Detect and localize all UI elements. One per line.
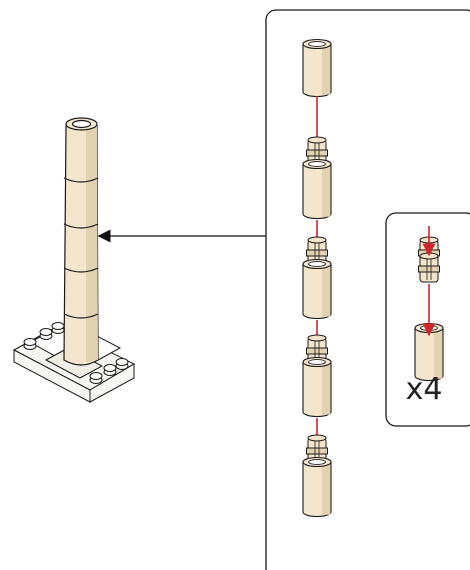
tower-column	[63, 117, 99, 366]
tube-icon	[302, 258, 332, 320]
completed-tower	[12, 117, 136, 403]
subassembly-count-label: x4	[405, 372, 443, 407]
tube-icon	[302, 158, 332, 220]
step-parts	[302, 38, 444, 518]
tube-icon	[302, 456, 332, 518]
tube-icon	[302, 356, 332, 418]
connector-pin-icon	[418, 252, 440, 283]
subassembly-callout	[385, 212, 470, 427]
tube-icon	[302, 38, 332, 98]
